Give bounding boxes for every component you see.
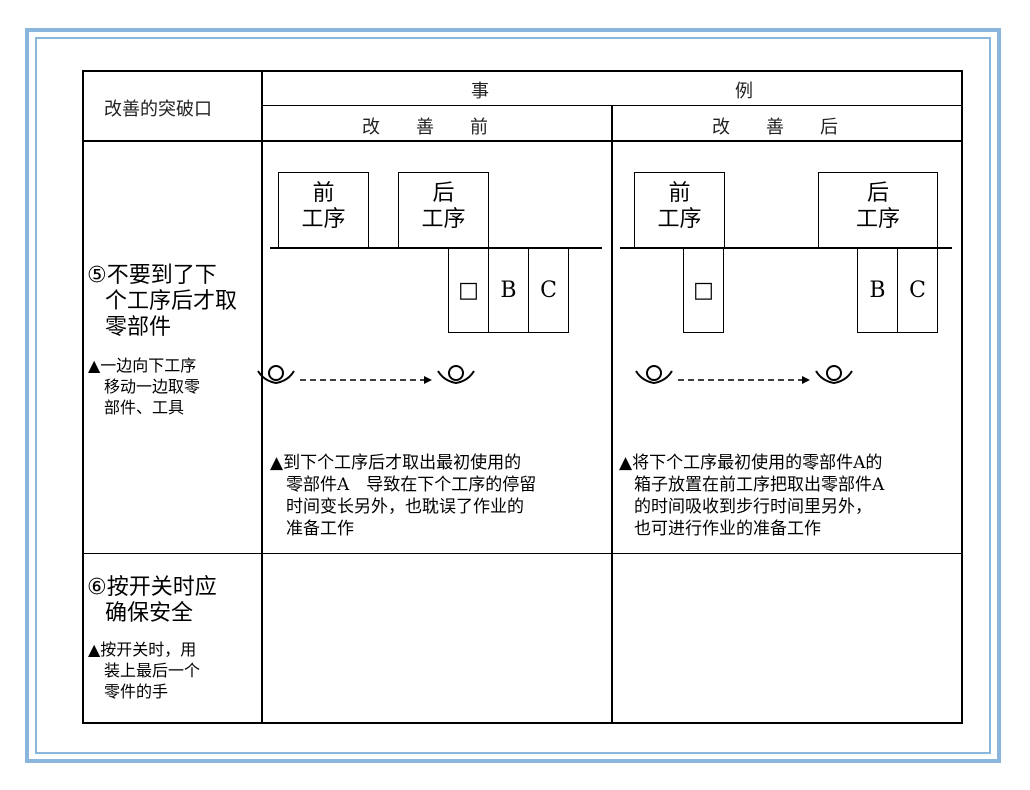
after-front-process: 工序 (657, 207, 702, 232)
improvement-table (82, 70, 963, 724)
after-part-c: C (897, 247, 938, 333)
col-divider-2 (611, 106, 613, 724)
row2-main-line1: ⑥按开关时应 (87, 575, 217, 600)
after-line-baseline (620, 247, 952, 249)
header-bottom-line (82, 140, 963, 142)
before-part-c: C (528, 247, 569, 333)
row-divider (82, 553, 963, 554)
before-front-char: 前 (312, 181, 335, 206)
before-back-process-box: 后 工序 (398, 172, 489, 248)
row1-sub-line2: 移动一边取零 (104, 377, 201, 396)
after-part-b: B (857, 247, 898, 333)
before-worker-icon-start (257, 365, 295, 385)
header-li: 例 (735, 81, 753, 102)
row1-main-line2: 个工序后才取 (105, 289, 238, 314)
after-back-process: 工序 (855, 207, 900, 232)
row2-sub-line2: 装上最后一个 (104, 661, 201, 680)
before-back-process: 工序 (421, 207, 466, 232)
header-shi: 事 (471, 81, 489, 102)
after-front-process-box: 前 工序 (634, 172, 725, 248)
after-walk-arrow (635, 365, 853, 385)
after-worker-icon-end (815, 365, 853, 385)
before-back-char: 后 (432, 181, 455, 206)
row2-sub-line1: ▲按开关时，用 (88, 640, 197, 659)
row2-sub-line3: 零件的手 (104, 682, 169, 701)
before-front-process: 工序 (301, 207, 346, 232)
after-worker-icon-start (635, 365, 673, 385)
row1-sub-line3: 部件、工具 (104, 398, 185, 417)
after-part-a: □ (683, 247, 724, 333)
after-caption-line2: 箱子放置在前工序把取出零部件A (634, 475, 885, 495)
after-front-char: 前 (668, 181, 691, 206)
after-caption-line4: 也可进行作业的准备工作 (634, 519, 821, 539)
row1-sub-line1: ▲一边向下工序 (88, 356, 197, 375)
before-part-b: B (488, 247, 529, 333)
header-mid-line (262, 105, 962, 106)
inner-frame (35, 37, 991, 754)
before-walk-arrow (257, 365, 475, 385)
before-caption-line2: 零部件A 导致在下个工序的停留 (286, 475, 537, 495)
after-caption-line1: ▲将下个工序最初使用的零部件A的 (619, 453, 883, 473)
before-line-baseline (270, 247, 602, 249)
before-front-process-box: 前 工序 (278, 172, 369, 248)
col-divider-1 (261, 70, 263, 724)
before-caption-line4: 准备工作 (286, 519, 354, 539)
header-after: 改 善 后 (712, 117, 838, 138)
before-arrowhead (424, 376, 432, 384)
after-arrowhead (802, 376, 810, 384)
row1-main-line1: ⑤不要到了下 (87, 263, 217, 288)
after-back-char: 后 (866, 181, 889, 206)
before-caption-line3: 时间变长另外，也耽误了作业的 (286, 497, 524, 517)
row1-main-line3: 零部件 (105, 315, 172, 340)
outer-frame (25, 28, 1001, 763)
header-before: 改 善 前 (362, 117, 488, 138)
header-breakthrough: 改善的突破口 (104, 99, 212, 120)
after-back-process-box: 后 工序 (818, 172, 938, 248)
before-caption-line1: ▲到下个工序后才取出最初使用的 (270, 453, 522, 473)
row2-main-line2: 确保安全 (105, 601, 194, 626)
before-part-a: □ (448, 247, 489, 333)
after-caption-line3: 的时间吸收到步行时间里另外， (634, 497, 872, 517)
before-worker-icon-end (437, 365, 475, 385)
